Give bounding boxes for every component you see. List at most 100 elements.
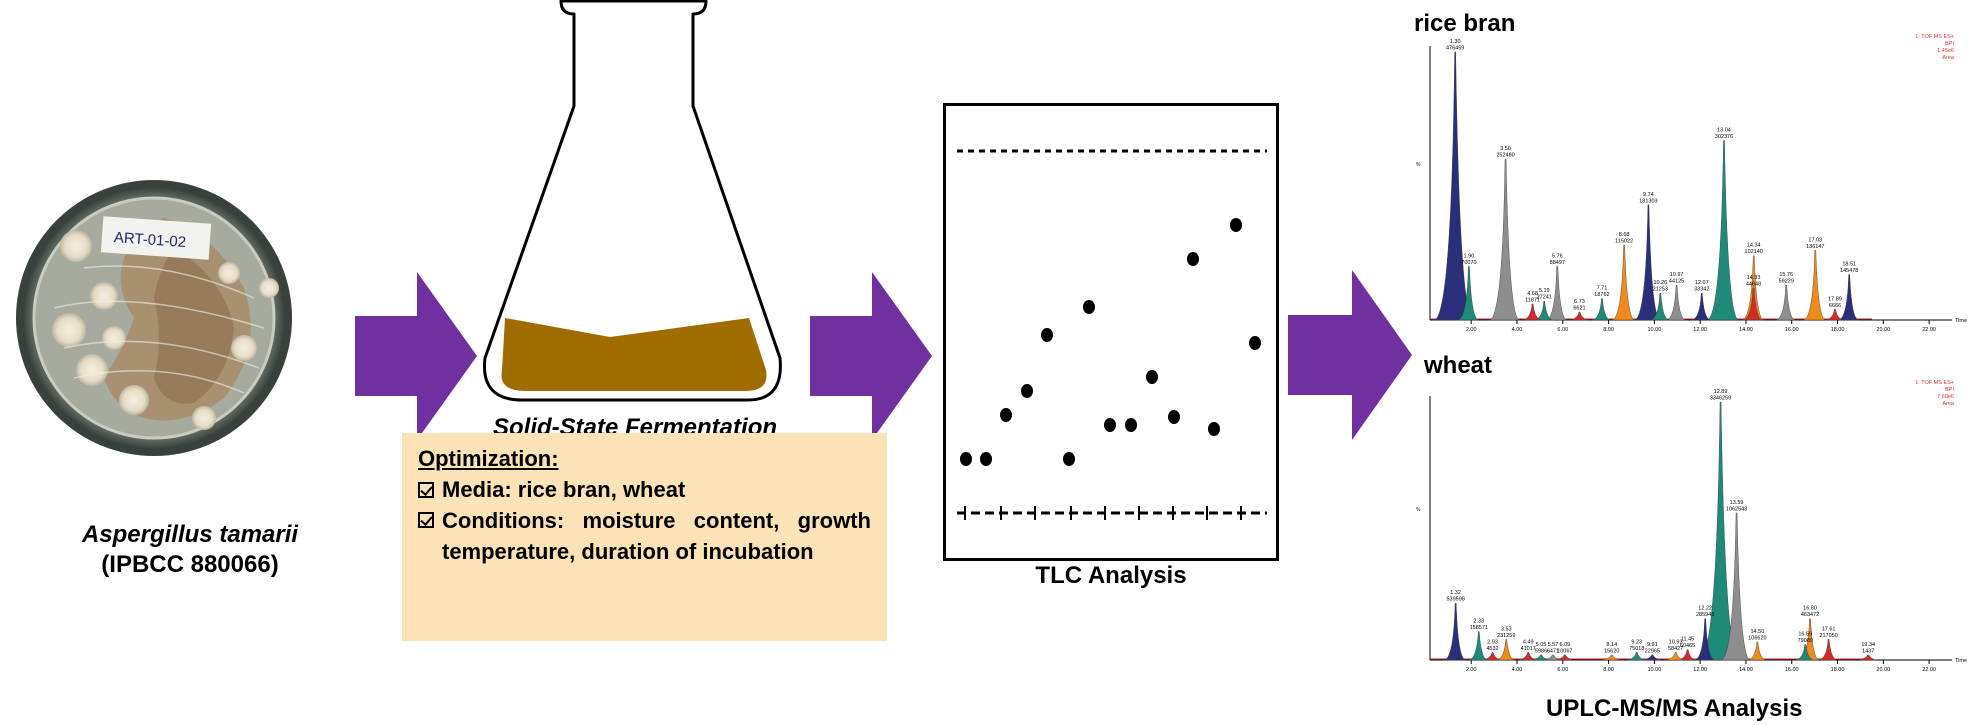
tlc-spot [1021, 384, 1033, 398]
peak-retention-label: 13.04 [1717, 127, 1731, 133]
peak-area-label: 15620 [1604, 648, 1619, 654]
chromatogram-peak [1556, 654, 1573, 661]
peak-area-label: 145478 [1840, 268, 1858, 274]
peak-retention-label: 10.97 [1670, 272, 1684, 278]
peak-area-label: 27241 [1537, 295, 1552, 301]
x-tick-label: 6.00 [1557, 327, 1568, 333]
chromatogram-peak [1796, 644, 1814, 661]
optimization-title: Optimization: [418, 446, 559, 471]
x-tick-label: 22.00 [1922, 327, 1936, 333]
peak-area-label: 44648 [1746, 281, 1761, 287]
ms-header-text: 1: TOF MS ES+ [1915, 380, 1954, 386]
peak-retention-label: 9.23 [1631, 639, 1642, 645]
arrow-2 [810, 272, 932, 440]
peak-retention-label: 6.73 [1574, 299, 1585, 305]
peak-retention-label: 5.57 [1548, 642, 1559, 648]
peak-retention-label: 5.19 [1539, 288, 1550, 294]
peak-retention-label: 14.33 [1747, 275, 1761, 281]
peak-retention-label: 4.49 [1523, 639, 1534, 645]
chromatogram-peak [1634, 204, 1661, 321]
peak-area-label: 106620 [1748, 635, 1766, 641]
peak-area-label: 70070 [1461, 260, 1476, 266]
fermentation-medium [501, 318, 767, 391]
peak-area-label: 231259 [1497, 633, 1515, 639]
peak-area-label: 3346259 [1710, 396, 1731, 402]
x-tick-label: 10.00 [1647, 327, 1661, 333]
chromatogram-peak [1612, 244, 1635, 321]
x-tick-label: 2.00 [1466, 667, 1477, 673]
peak-retention-label: 2.33 [1473, 619, 1484, 625]
peak-area-label: 285945 [1696, 612, 1714, 618]
chromatogram-peak [1666, 284, 1686, 321]
chromatogram-peak [1546, 266, 1567, 321]
peak-retention-label: 16.80 [1803, 606, 1817, 612]
tlc-spot [1000, 408, 1012, 422]
tlc-spot [980, 452, 992, 466]
x-tick-label: 8.00 [1603, 327, 1614, 333]
chromatogram-peak [1650, 293, 1669, 321]
peak-area-label: 59229 [1779, 279, 1794, 285]
peak-area-label: 102140 [1745, 249, 1763, 255]
peak-retention-label: 10.26 [1653, 280, 1667, 286]
ms-header-text: Area [1942, 55, 1955, 61]
chromatogram-peak [1592, 298, 1611, 321]
ms-header-text: 1.45e6 [1937, 48, 1954, 54]
uplc-caption: UPLC-MS/MS Analysis [1546, 695, 1803, 722]
tlc-spot [1063, 452, 1075, 466]
peak-area-label: 115022 [1615, 238, 1633, 244]
organism-caption: Aspergillus tamarii (IPBCC 880066) [44, 520, 336, 580]
checkbox-icon [418, 482, 434, 498]
peak-area-label: 1062548 [1726, 506, 1747, 512]
peak-area-label: 136147 [1806, 244, 1824, 250]
tlc-spot [1168, 410, 1180, 424]
peak-area-label: 58427 [1668, 646, 1683, 652]
x-tick-label: 14.00 [1739, 667, 1753, 673]
chromatogram-peak [1643, 654, 1660, 661]
peak-area-label: 6666 [1829, 303, 1841, 309]
x-tick-label: 12.00 [1693, 327, 1707, 333]
x-tick-label: 8.00 [1603, 667, 1614, 673]
peak-retention-label: 6.09 [1559, 642, 1570, 648]
peak-retention-label: 8.68 [1619, 232, 1630, 238]
peak-area-label: 463472 [1801, 612, 1819, 618]
x-tick-label: 14.00 [1739, 327, 1753, 333]
tlc-spots [960, 218, 1261, 466]
chromatogram-peak [1483, 652, 1501, 661]
chromatogram-peak [1859, 654, 1876, 661]
y-axis-label: % [1416, 507, 1421, 513]
tlc-spot [1208, 422, 1220, 436]
peak-retention-label: 13.59 [1730, 500, 1744, 506]
chromatogram-peak [1803, 250, 1826, 321]
peak-area-label: 217050 [1819, 633, 1837, 639]
tlc-plate [943, 103, 1279, 561]
time-label: Time [1955, 658, 1967, 664]
chromatogram-peak [1678, 649, 1696, 661]
peak-retention-label: 12.07 [1695, 280, 1709, 286]
checkbox-icon [418, 512, 434, 528]
time-label: Time [1955, 318, 1967, 324]
peak-retention-label: 19.34 [1861, 642, 1875, 648]
ms-header-text: BPI [1945, 387, 1954, 393]
chromatogram-peak [1826, 309, 1843, 321]
peak-area-label: 22965 [1645, 648, 1660, 654]
wheat-title: wheat [1424, 352, 1493, 379]
peak-area-label: 44125 [1669, 279, 1684, 285]
peak-retention-label: 15.76 [1779, 272, 1793, 278]
tlc-spot [1187, 252, 1199, 266]
chromatogram-peak [1666, 652, 1684, 661]
peak-area-label: 1437 [1862, 648, 1874, 654]
optimization-box: Optimization: Media: rice bran, wheat Co… [402, 433, 887, 641]
chromatogram-peak [1523, 303, 1541, 321]
peak-retention-label: 14.34 [1747, 243, 1761, 249]
organism-name: Aspergillus tamarii [81, 521, 299, 548]
peak-area-label: 18762 [1594, 292, 1609, 298]
optimization-item-conditions: Conditions: moisture content, growth tem… [418, 505, 871, 567]
peak-area-label: 158571 [1470, 625, 1488, 631]
chromatogram-peak [1743, 287, 1763, 321]
chromatogram-peak [1457, 266, 1479, 321]
plate-label-text: ART-01-02 [113, 229, 186, 251]
peak-area-label: 41017 [1521, 646, 1536, 652]
arrow-1 [355, 272, 477, 440]
